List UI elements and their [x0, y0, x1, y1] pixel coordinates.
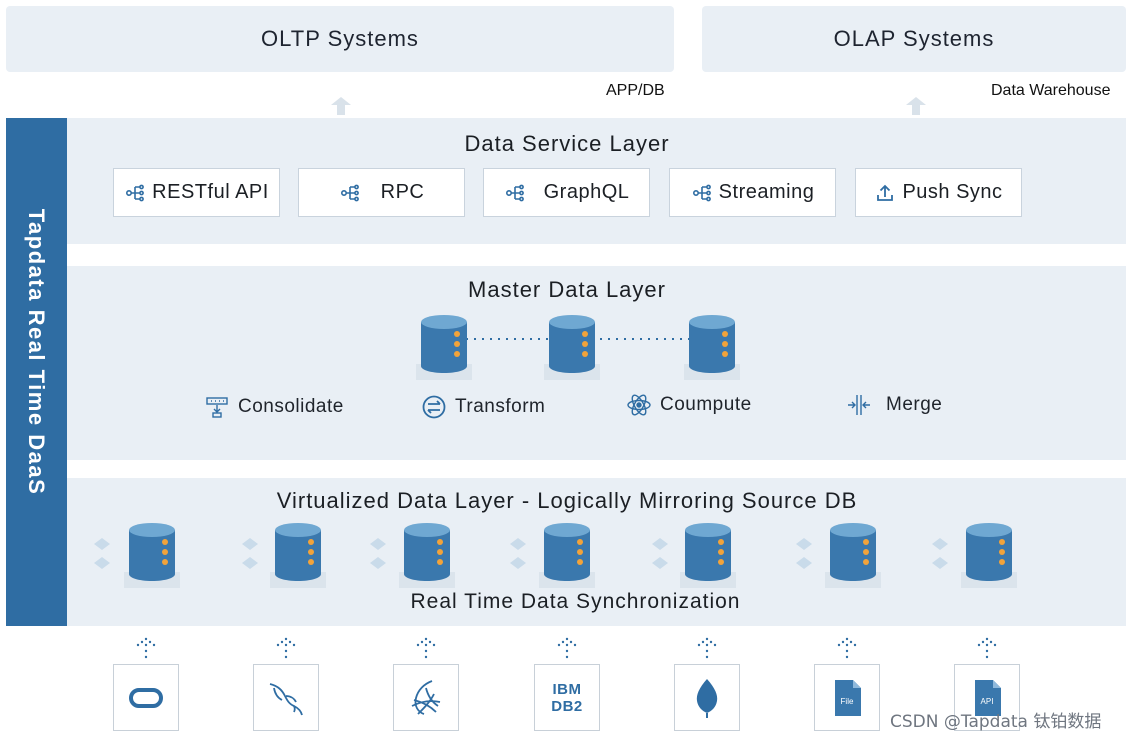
db2-source: IBM DB2: [534, 664, 600, 731]
op-merge: Merge: [846, 392, 942, 418]
mysql-icon: [269, 682, 303, 715]
database-icon: [124, 523, 180, 588]
master-layer-title: Master Data Layer: [468, 277, 666, 302]
graphql-button[interactable]: GraphQL: [483, 168, 650, 217]
oracle-source: [113, 664, 179, 731]
fan-arrow-icon: [136, 637, 156, 659]
watermark: CSDN @Tapdata 钛铂数据: [890, 712, 1102, 732]
sqlserver-icon: [411, 679, 441, 715]
transform-label: Transform: [455, 396, 546, 417]
api-tree-icon: [126, 184, 145, 201]
virtual-database: [678, 520, 738, 590]
api-source: API: [954, 664, 1020, 731]
oltp-systems-box: OLTP Systems: [6, 6, 674, 72]
fan-arrow-icon: [837, 637, 857, 659]
file-icon-label: File: [840, 697, 854, 706]
push-sync-label: Push Sync: [902, 181, 1003, 203]
oltp-sublabel: APP/DB: [606, 82, 665, 99]
mongodb-source: [674, 664, 740, 731]
olap-systems-box: OLAP Systems: [702, 6, 1126, 72]
master-database: [542, 312, 602, 382]
layer-connector: [487, 234, 647, 244]
graphql-label: GraphQL: [543, 181, 630, 203]
restful-api-label: RESTful API: [152, 181, 269, 203]
virtualized-data-layer: [67, 478, 1126, 626]
database-icon: [680, 523, 736, 588]
transform-icon: [422, 395, 446, 419]
olap-sublabel: Data Warehouse: [991, 82, 1111, 99]
layer-connector: [487, 450, 647, 460]
rpc-button[interactable]: RPC: [298, 168, 465, 217]
fan-arrow-icon: [977, 637, 997, 659]
api-file-icon: [975, 679, 1001, 716]
virtual-database: [959, 520, 1019, 590]
streaming-label: Streaming: [718, 181, 815, 203]
compute-icon: [627, 394, 651, 416]
master-database: [414, 312, 474, 382]
merge-label: Merge: [886, 394, 943, 415]
up-arrow-icon: [906, 97, 926, 115]
virtual-layer-title: Virtualized Data Layer - Logically Mirro…: [276, 488, 858, 513]
virtual-database: [537, 520, 597, 590]
api-tree-icon: [692, 184, 711, 201]
file-icon: [835, 679, 861, 716]
master-database: [682, 312, 742, 382]
virtual-database: [397, 520, 457, 590]
database-icon: [544, 315, 600, 380]
service-layer-title: Data Service Layer: [464, 131, 670, 156]
sqlserver-source: [393, 664, 459, 731]
push-sync-button[interactable]: Push Sync: [855, 168, 1022, 217]
sync-label: Real Time Data Synchronization: [410, 590, 741, 613]
rpc-label: RPC: [380, 181, 425, 203]
database-icon: [684, 315, 740, 380]
master-data-layer: [67, 266, 1126, 460]
db-link-dots: [466, 338, 690, 340]
fan-arrow-icon: [557, 637, 577, 659]
consolidate-icon: [206, 397, 228, 418]
compute-label: Coumpute: [660, 394, 752, 415]
api-tree-icon: [340, 184, 359, 201]
consolidate-label: Consolidate: [238, 396, 344, 417]
fan-arrow-icon: [416, 637, 436, 659]
file-source: File: [814, 664, 880, 731]
oracle-icon: [129, 687, 163, 708]
op-compute: Coumpute: [626, 392, 752, 418]
virtual-database: [122, 520, 182, 590]
up-arrow-icon: [331, 97, 351, 115]
op-consolidate: Consolidate: [204, 394, 344, 420]
virtual-database: [268, 520, 328, 590]
database-icon: [961, 523, 1017, 588]
oltp-systems-title: OLTP Systems: [261, 26, 419, 51]
mysql-source: [253, 664, 319, 731]
database-icon: [399, 523, 455, 588]
mongodb-leaf-icon: [696, 678, 718, 718]
side-label: Tapdata Real Time DaaS: [24, 208, 49, 496]
streaming-button[interactable]: Streaming: [669, 168, 836, 217]
side-band: [6, 118, 67, 626]
op-transform: Transform: [421, 394, 545, 420]
database-icon: [416, 315, 472, 380]
upload-icon: [877, 184, 894, 201]
api-icon-label: API: [980, 697, 994, 706]
database-icon: [270, 523, 326, 588]
olap-systems-title: OLAP Systems: [833, 26, 995, 51]
fan-arrow-icon: [276, 637, 296, 659]
database-icon: [825, 523, 881, 588]
sync-diamonds: [94, 538, 948, 569]
merge-icon: [848, 395, 870, 415]
fan-arrow-icon: [697, 637, 717, 659]
database-icon: [539, 523, 595, 588]
api-tree-icon: [505, 184, 524, 201]
ibm-db2-icon: IBM DB2: [551, 680, 583, 715]
restful-api-button[interactable]: RESTful API: [113, 168, 280, 217]
virtual-database: [823, 520, 883, 590]
